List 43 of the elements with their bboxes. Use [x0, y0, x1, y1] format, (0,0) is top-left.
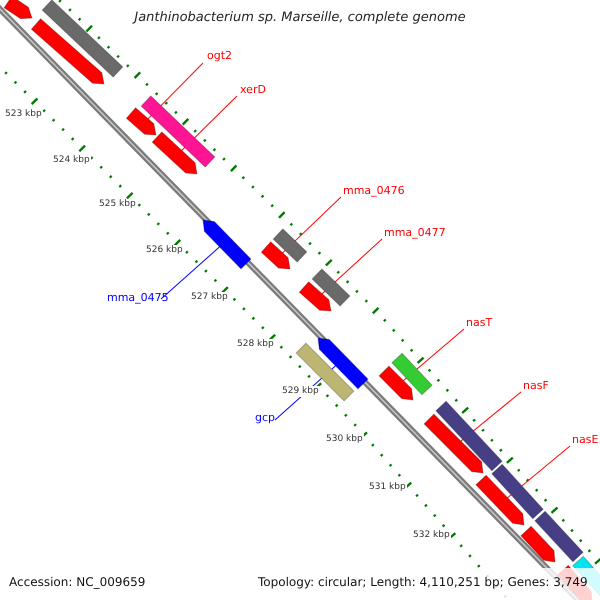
- gene-feature: [272, 228, 308, 263]
- genome-info-text: Topology: circular; Length: 4,110,251 bp; Genes: 3,749: [258, 576, 588, 588]
- gene-feature: [435, 400, 503, 472]
- gene-label: xerD: [240, 84, 266, 95]
- scale-label: 527 kbp: [190, 292, 229, 303]
- gene-label: mma_0475: [107, 292, 169, 303]
- gene-feature: [475, 474, 525, 526]
- gene-label: mma_0476: [343, 185, 405, 196]
- scale-label: 532 kbp: [412, 530, 451, 541]
- gene-label: nasF: [523, 380, 549, 391]
- scale-label: 529 kbp: [281, 386, 320, 397]
- scale-label: 526 kbp: [145, 245, 184, 256]
- gene-feature: [391, 352, 433, 396]
- scale-label: 528 kbp: [236, 339, 275, 350]
- scale-label: 525 kbp: [98, 199, 137, 210]
- scale-label: 531 kbp: [368, 482, 407, 493]
- gene-label: ogt2: [207, 50, 232, 61]
- gene-label: gcp: [255, 412, 276, 423]
- scale-label: 524 kbp: [52, 155, 91, 166]
- gene-feature: [520, 526, 556, 563]
- gene-feature: [30, 18, 105, 85]
- scale-label: 523 kbp: [4, 109, 43, 120]
- gene-feature: [42, 0, 124, 78]
- title: Janthinobacterium sp. Marseille, complete genome: [131, 11, 467, 24]
- leader-line: [160, 246, 220, 300]
- gene-label: nasE: [572, 434, 598, 445]
- gene-feature: [126, 107, 157, 136]
- accession-text: Accession: NC_009659: [9, 576, 146, 588]
- gene-feature: [311, 268, 351, 307]
- gene-feature: [152, 131, 198, 175]
- gene-feature: [491, 464, 544, 520]
- gene-feature: [260, 241, 291, 270]
- gene-feature: [140, 95, 216, 168]
- gene-feature: [317, 337, 369, 390]
- gene-feature: [202, 219, 252, 270]
- gene-feature: [298, 281, 332, 312]
- scale-label: 530 kbp: [325, 434, 364, 445]
- gene-feature: [534, 510, 584, 562]
- gene-label: nasT: [466, 317, 492, 328]
- gene-feature: [3, 0, 33, 20]
- gene-label: mma_0477: [384, 227, 446, 238]
- gene-feature: [423, 413, 484, 474]
- gene-feature: [378, 365, 414, 401]
